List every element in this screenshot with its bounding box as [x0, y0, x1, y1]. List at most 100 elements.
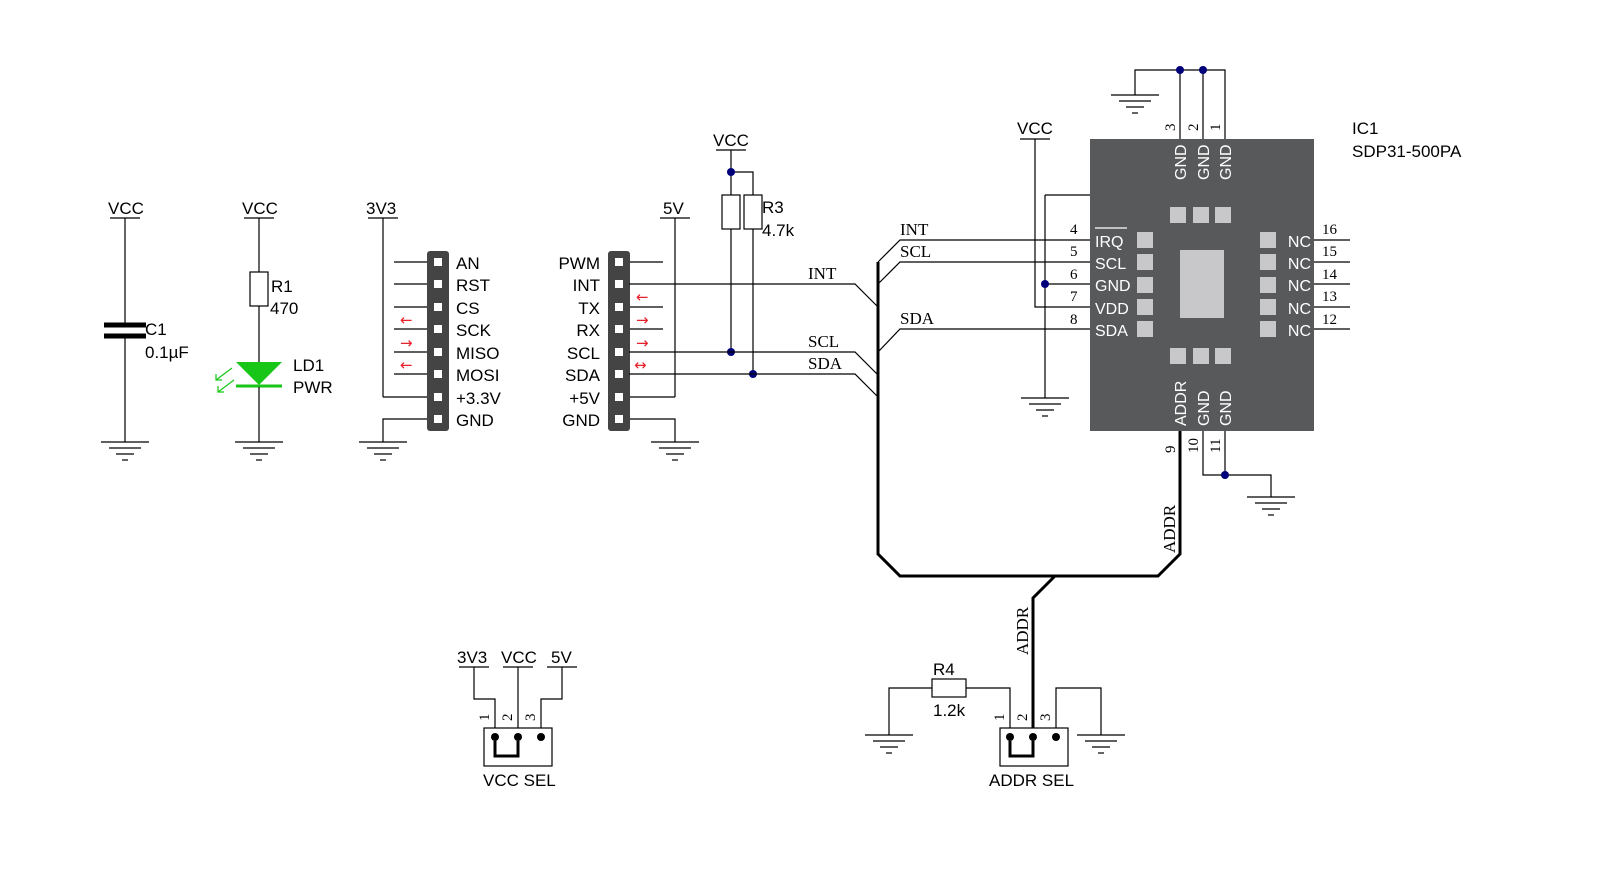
ic1-pin-scl: SCL	[1095, 256, 1126, 273]
r3-ref: R3	[762, 198, 784, 217]
ic1-pin-num-8: 8	[1070, 312, 1078, 328]
net-label-addr-ic: ADDR	[1160, 504, 1179, 553]
r3-value: 4.7k	[762, 221, 795, 240]
ic1-sdp31: IRQ SCL GND VDD SDA NC NC NC NC NC GND G…	[1070, 119, 1462, 453]
ic1-pin-nc13: NC	[1288, 301, 1311, 318]
header-left-pin-mosi: MOSI	[456, 366, 499, 385]
header-left-pin-3v3: +3.3V	[456, 389, 502, 408]
mikrobus-header-left: 3V3 AN RST CS SCK MISO MOSI +3.3V GND ← …	[358, 199, 502, 461]
header-right-pin-gnd: GND	[562, 411, 600, 430]
ic1-pin-nc16: NC	[1288, 234, 1311, 251]
ic1-pin-gnd2: GND	[1196, 144, 1213, 180]
ic1-pin-num-2: 2	[1186, 124, 1202, 132]
r1-ref: R1	[271, 277, 293, 296]
header-left-pin-rst: RST	[456, 276, 490, 295]
r4-ref: R4	[933, 660, 955, 679]
sda-direction-arrow-icon: ↔	[634, 356, 647, 374]
vcc-sel-opt-5v: 5V	[551, 648, 572, 667]
ic1-pin-num-4: 4	[1070, 222, 1078, 238]
header-left-pin-cs: CS	[456, 299, 480, 318]
sck-direction-arrow-icon: ←	[400, 311, 413, 329]
net-label-sda-right: SDA	[900, 309, 935, 328]
ic1-pin-nc15: NC	[1288, 256, 1311, 273]
net-label-addr-sel: ADDR	[1013, 606, 1032, 655]
header-right-pin-rx: RX	[576, 321, 600, 340]
net-label-int-left: INT	[808, 264, 837, 283]
capacitor-c1: VCC C1 0.1µF	[100, 199, 189, 461]
ic1-pin-num-11: 11	[1208, 439, 1224, 453]
resistor-r1-body	[249, 271, 269, 307]
c1-ground-symbol	[100, 441, 150, 461]
header-left-power-label: 3V3	[366, 199, 396, 218]
header-left-pin-gnd: GND	[456, 411, 494, 430]
header-right-pin-pwm: PWM	[558, 254, 600, 273]
vcc-sel-pin-num-2: 2	[500, 714, 516, 722]
ic1-pads	[1137, 207, 1276, 364]
mikrobus-header-right: 5V PWM INT TX RX SCL SDA +5V GND ← → → ↔	[558, 199, 700, 461]
power-led-circuit: VCC R1 470 LD1 PWR	[215, 199, 333, 461]
ic1-pin-num-10: 10	[1186, 438, 1202, 453]
resistor-r4-body	[931, 678, 967, 698]
ic1-pin-num-13: 13	[1322, 289, 1337, 305]
vcc-sel-opt-vcc: VCC	[501, 648, 537, 667]
vcc-sel-jumper: 3V3 VCC 5V 1 2 3 VCC SEL	[457, 648, 577, 790]
net-label-scl-right: SCL	[900, 242, 931, 261]
ic1-pin-num-12: 12	[1322, 312, 1337, 328]
net-label-int-right: INT	[900, 220, 929, 239]
ld1-ref: LD1	[293, 356, 324, 375]
resistor-r3a-body	[721, 194, 741, 230]
r4-value: 1.2k	[933, 701, 966, 720]
ic1-pin-num-1: 1	[1208, 124, 1224, 132]
header-left-pin-miso: MISO	[456, 344, 499, 363]
led-ld1-icon	[236, 362, 282, 385]
ic1-pin-num-14: 14	[1322, 267, 1338, 283]
addr-sel-pin-num-2: 2	[1015, 714, 1031, 722]
ic1-pin-gnd10: GND	[1196, 390, 1213, 426]
ic1-pin-gnd6: GND	[1095, 278, 1131, 295]
ic1-pin-addr: ADDR	[1173, 381, 1190, 426]
net-label-scl-left: SCL	[808, 332, 839, 351]
header-right-pin-scl: SCL	[567, 344, 600, 363]
c1-power-label: VCC	[108, 199, 144, 218]
pullup-power-label: VCC	[713, 131, 749, 150]
vcc-sel-label: VCC SEL	[483, 771, 556, 790]
ic1-pin-sda: SDA	[1095, 323, 1128, 340]
header-right-pin-sda: SDA	[565, 366, 601, 385]
c1-value: 0.1µF	[145, 343, 189, 362]
rx-direction-arrow-icon: →	[636, 334, 649, 352]
addr-sel-pin-num-3: 3	[1038, 714, 1054, 722]
addr-sel-label: ADDR SEL	[989, 771, 1074, 790]
ic1-pin-num-3: 3	[1163, 124, 1179, 132]
pullup-resistors-r3: VCC R3 4.7k	[713, 131, 795, 378]
addr-sel-shunt	[1008, 741, 1035, 758]
addr-sel-pin-num-1: 1	[992, 714, 1008, 722]
header-left-pin-an: AN	[456, 254, 480, 273]
ic1-pin-gnd11: GND	[1218, 390, 1235, 426]
ld1-power-label: VCC	[242, 199, 278, 218]
ic1-ref: IC1	[1352, 119, 1378, 138]
ic1-pin-num-7: 7	[1070, 289, 1078, 305]
ic1-center-pad	[1180, 250, 1224, 318]
ic1-pin-num-16: 16	[1322, 222, 1338, 238]
signal-bus: INT SCL SDA INT SCL SDA ADDR ADDR	[629, 220, 1182, 733]
ic1-pin-nc14: NC	[1288, 278, 1311, 295]
addr-sel-jumper: R4 1.2k 1 2 3 ADDR SEL	[864, 660, 1126, 790]
vcc-sel-opt-3v3: 3V3	[457, 648, 487, 667]
vcc-sel-pin-num-3: 3	[523, 714, 539, 722]
ic1-pin-gnd3: GND	[1173, 144, 1190, 180]
header-right-pin-int: INT	[573, 276, 600, 295]
int-direction-arrow-icon: ←	[636, 288, 649, 306]
vcc-sel-pin-num-1: 1	[477, 714, 493, 722]
ic1-pin-num-9: 9	[1163, 446, 1179, 454]
tx-direction-arrow-icon: →	[636, 311, 649, 329]
vcc-sel-shunt	[493, 741, 520, 758]
header-right-pin-5v: +5V	[569, 389, 600, 408]
ic1-part-number: SDP31-500PA	[1352, 142, 1462, 161]
c1-ref: C1	[145, 320, 167, 339]
r1-value: 470	[270, 299, 298, 318]
ic1-pin-num-5: 5	[1070, 244, 1078, 260]
header-right-pin-tx: TX	[578, 299, 600, 318]
ic1-pin-gnd1: GND	[1218, 144, 1235, 180]
ic1-vcc-label: VCC	[1017, 119, 1053, 138]
